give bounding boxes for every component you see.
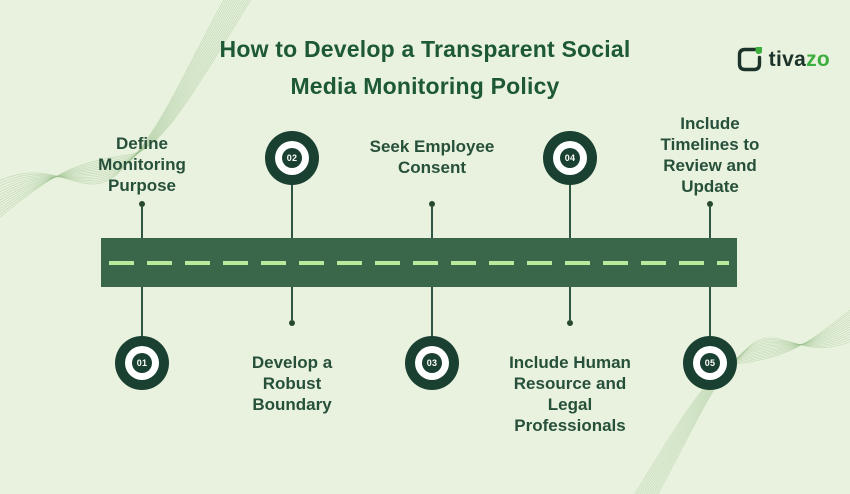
step-3-badge: 03	[405, 336, 459, 390]
brand-logo: tivazo	[736, 46, 830, 73]
corner-wave-decoration-bottom-right	[619, 295, 850, 494]
step-5-badge: 05	[683, 336, 737, 390]
page-title-line-2: Media Monitoring Policy	[290, 73, 560, 99]
step-4-upper-stem	[569, 185, 571, 238]
step-5-node-dot	[707, 201, 713, 207]
step-3-label: Seek Employee Consent	[369, 137, 495, 177]
step-1-node-dot	[139, 201, 145, 207]
timeline-road	[101, 238, 737, 287]
step-1-upper-stem	[141, 207, 143, 238]
step-2-number: 02	[282, 148, 302, 168]
step-1-number: 01	[132, 353, 152, 373]
page-title: How to Develop a Transparent Social Medi…	[0, 31, 850, 105]
step-3-lower-stem	[431, 287, 433, 336]
step-5-upper-stem	[709, 207, 711, 238]
logo-text-dark: tiva	[768, 47, 807, 71]
step-4-label: Include Human Resource and Legal Profess…	[509, 353, 631, 435]
step-3-node-dot	[429, 201, 435, 207]
step-5-number: 05	[700, 353, 720, 373]
step-5-badge-ring: 05	[693, 346, 727, 380]
step-2-badge-ring: 02	[275, 141, 309, 175]
step-4-badge: 04	[543, 131, 597, 185]
step-2-upper-stem	[291, 185, 293, 238]
step-1-badge: 01	[115, 336, 169, 390]
step-4-node-dot	[567, 320, 573, 326]
step-5-label: Include Timelines to Review and Update	[660, 114, 760, 196]
step-1-badge-ring: 01	[125, 346, 159, 380]
step-3-number: 03	[422, 353, 442, 373]
step-1-lower-stem	[141, 287, 143, 336]
step-3-badge-ring: 03	[415, 346, 449, 380]
step-2-label: Develop a Robust Boundary	[251, 353, 333, 414]
step-2-node-dot	[289, 320, 295, 326]
tivazo-logo-icon	[737, 47, 762, 72]
brand-logo-text: tivazo	[769, 48, 830, 72]
logo-text-green: zo	[806, 47, 830, 71]
road-center-dashes	[109, 260, 729, 265]
step-2-lower-stem	[291, 287, 293, 320]
page-title-line-1: How to Develop a Transparent Social	[219, 36, 631, 62]
step-4-badge-ring: 04	[553, 141, 587, 175]
step-4-number: 04	[560, 148, 580, 168]
step-4-lower-stem	[569, 287, 571, 320]
step-3-upper-stem	[431, 207, 433, 238]
step-1-label: Define Monitoring Purpose	[98, 134, 186, 195]
step-2-badge: 02	[265, 131, 319, 185]
step-5-lower-stem	[709, 287, 711, 336]
